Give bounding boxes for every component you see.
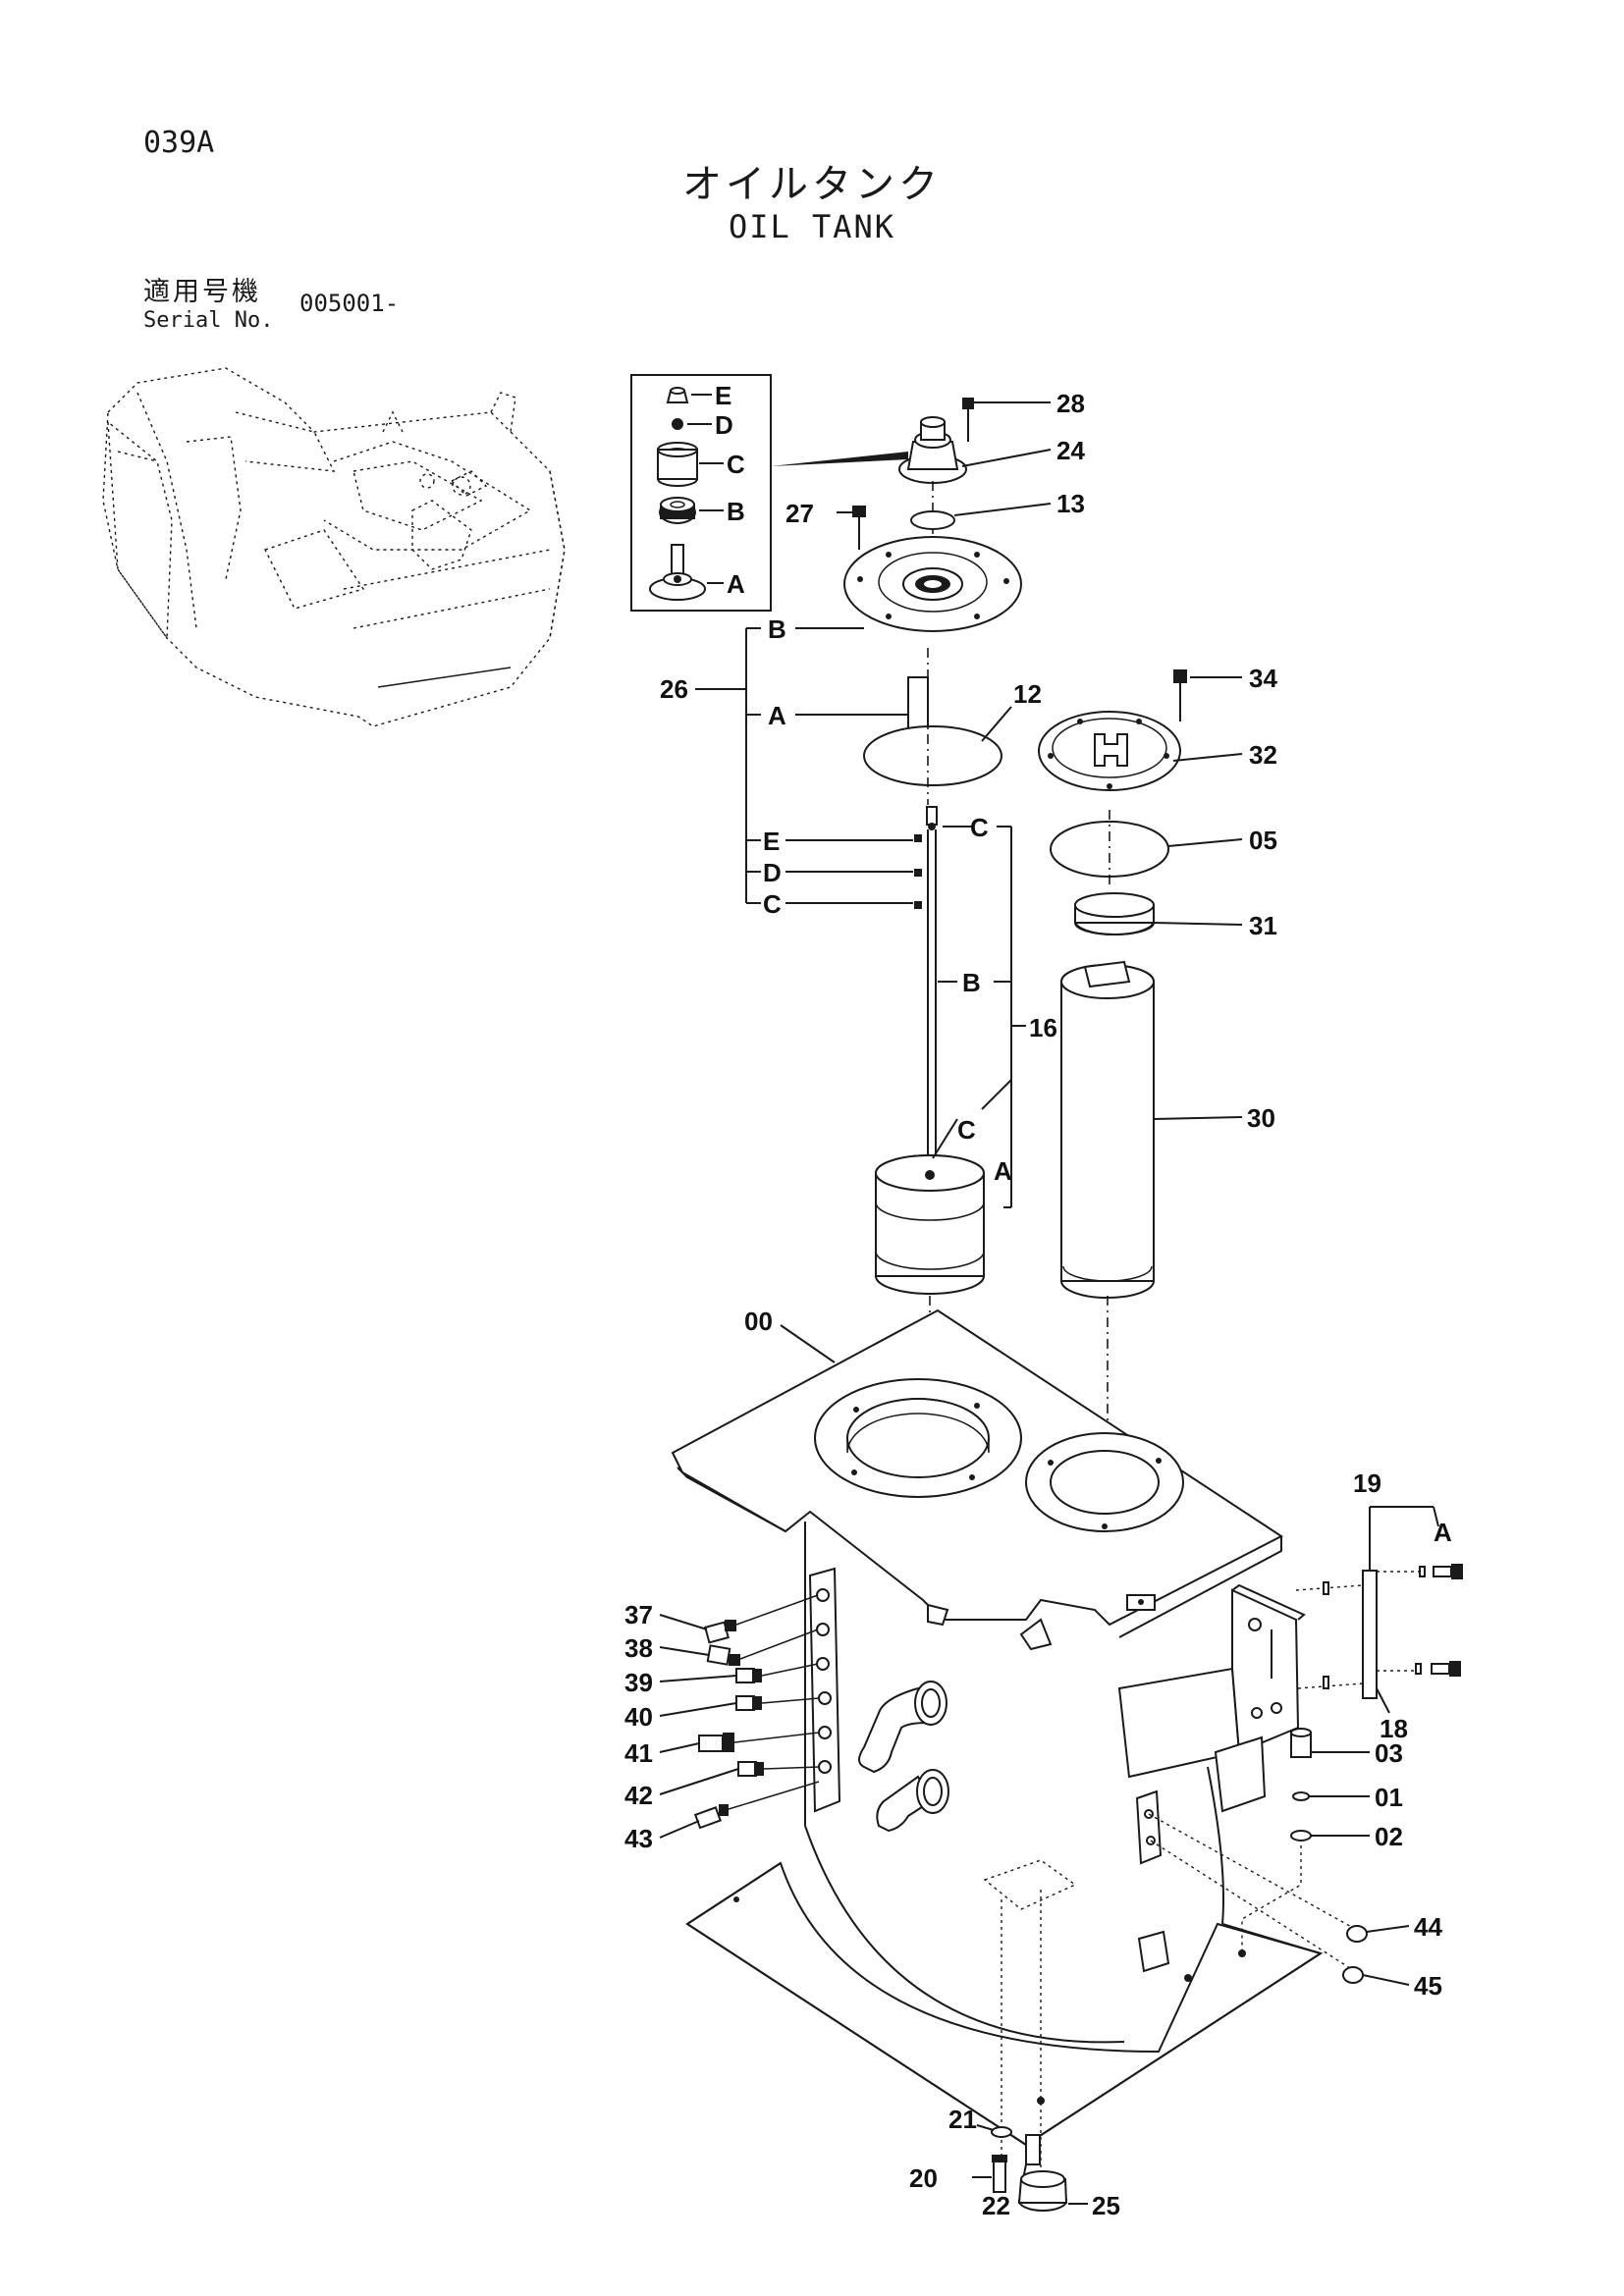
callout-16: 16 — [1029, 1013, 1057, 1042]
callout-45: 45 — [1414, 1971, 1442, 2001]
serial-label-jp: 適用号機 — [143, 277, 261, 307]
callout-21: 21 — [948, 2105, 977, 2134]
level-gauge-rod-float: C B 16 C A — [875, 806, 1057, 1433]
page-code: 039A — [143, 126, 215, 160]
callout-31: 31 — [1249, 911, 1277, 940]
callout-26-bracket: 26 B A E D C — [660, 614, 913, 919]
callout-30: 30 — [1247, 1103, 1275, 1133]
callout-27: 27 — [785, 499, 814, 528]
breather-assembly: 28 24 13 — [898, 389, 1085, 569]
hinge-letter-A: A — [1434, 1518, 1452, 1547]
callout-13: 13 — [1056, 489, 1085, 518]
callout-02: 02 — [1375, 1822, 1403, 1851]
callout-05: 05 — [1249, 826, 1277, 855]
callout-44: 44 — [1414, 1912, 1442, 1942]
port-fittings-strip: 37 38 39 40 41 42 43 — [624, 1567, 841, 1853]
bracket-letter-C: C — [763, 889, 782, 919]
callout-12: 12 — [1013, 679, 1042, 709]
callout-38: 38 — [624, 1633, 653, 1663]
callout-39: 39 — [624, 1668, 653, 1697]
callout-40: 40 — [624, 1702, 653, 1732]
callout-20: 20 — [909, 2163, 938, 2193]
callout-00: 00 — [744, 1307, 773, 1336]
callout-34: 34 — [1249, 664, 1277, 693]
inset-letter-D: D — [715, 410, 733, 440]
callout-03: 03 — [1375, 1738, 1403, 1768]
excavator-overview-icon — [102, 367, 566, 727]
level-gauge-inset: E D C B A — [630, 374, 908, 612]
bracket-letter-D: D — [763, 858, 782, 887]
serial-number-value: 005001- — [299, 290, 400, 317]
return-filter-assembly: 34 32 05 31 30 — [1038, 664, 1277, 1433]
bracket-letter-E: E — [763, 827, 780, 856]
inset-letter-C: C — [727, 450, 745, 479]
callout-26: 26 — [660, 674, 688, 704]
serial-label-en: Serial No. — [143, 308, 274, 333]
callout-43: 43 — [624, 1824, 653, 1853]
callout-37: 37 — [624, 1600, 653, 1629]
bracket-letter-A: A — [768, 701, 786, 730]
inset-letter-B: B — [727, 497, 745, 526]
callout-25: 25 — [1092, 2191, 1120, 2220]
bracket-letter-B: B — [768, 614, 786, 644]
tank-body: 00 — [671, 1307, 1324, 2220]
callout-01: 01 — [1375, 1783, 1403, 1812]
rod-letter-B: B — [962, 968, 981, 997]
rod-letter-A: A — [994, 1156, 1012, 1186]
page-title-jp: オイルタンク — [682, 162, 942, 207]
level-gauge-flange: 27 — [785, 499, 1022, 632]
inset-letter-A: A — [727, 569, 745, 599]
callout-18: 18 — [1380, 1714, 1408, 1743]
page-title-en: OIL TANK — [728, 208, 896, 245]
rod-letter-C-top: C — [970, 813, 989, 842]
callout-24: 24 — [1056, 436, 1085, 465]
callout-42: 42 — [624, 1781, 653, 1810]
inset-letter-E: E — [715, 381, 731, 410]
callout-41: 41 — [624, 1738, 653, 1768]
gauge-bracket-and-gasket: 12 — [863, 648, 1042, 805]
side-bracket-assembly: 19 A 18 03 01 02 — [1117, 1468, 1463, 2001]
callout-32: 32 — [1249, 740, 1277, 770]
callout-28: 28 — [1056, 389, 1085, 418]
rod-letter-C-lower: C — [957, 1115, 976, 1145]
callout-19: 19 — [1353, 1468, 1381, 1498]
callout-22: 22 — [982, 2191, 1010, 2220]
